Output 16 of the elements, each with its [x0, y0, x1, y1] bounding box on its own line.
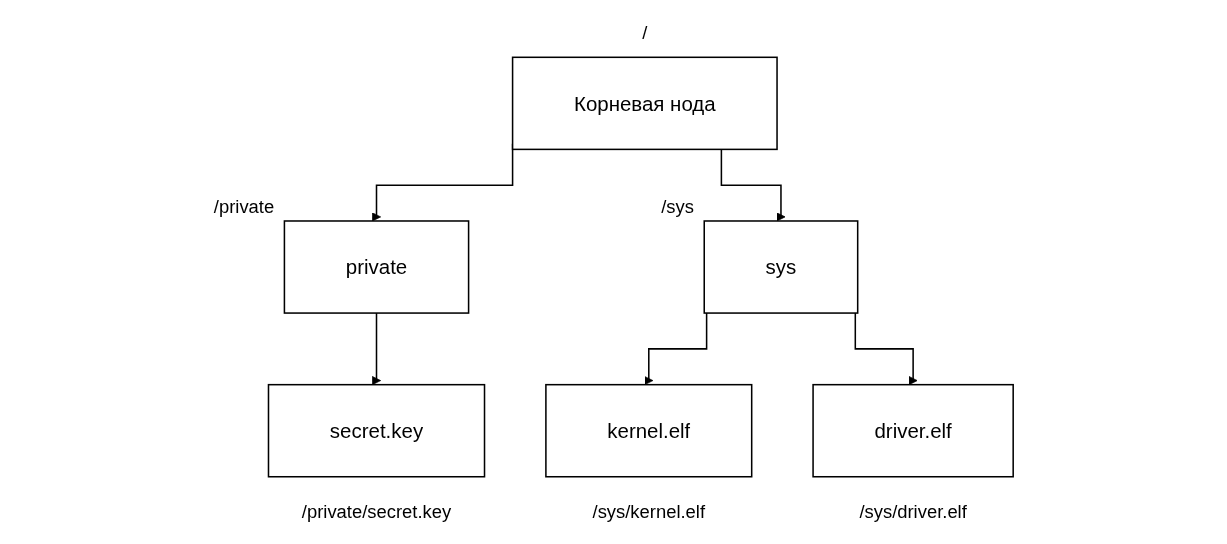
node-box: driver.elf — [812, 383, 1014, 478]
node-box: kernel.elf — [545, 383, 753, 478]
path-label: /private/secret.key — [301, 500, 452, 522]
arrow — [372, 312, 381, 386]
path-label: /sys — [661, 195, 694, 217]
node-box: private — [283, 220, 470, 314]
path-label: /sys/driver.elf — [859, 500, 967, 522]
node-box: Корневая нода — [511, 56, 778, 151]
path-label: /sys/kernel.elf — [592, 500, 706, 522]
path-label: /private — [213, 195, 275, 217]
arrow — [854, 312, 918, 386]
arrow — [644, 312, 708, 386]
node-box: sys — [703, 220, 859, 314]
node-box: secret.key — [267, 383, 486, 478]
arrow — [720, 148, 786, 222]
path-label: / — [642, 21, 648, 43]
